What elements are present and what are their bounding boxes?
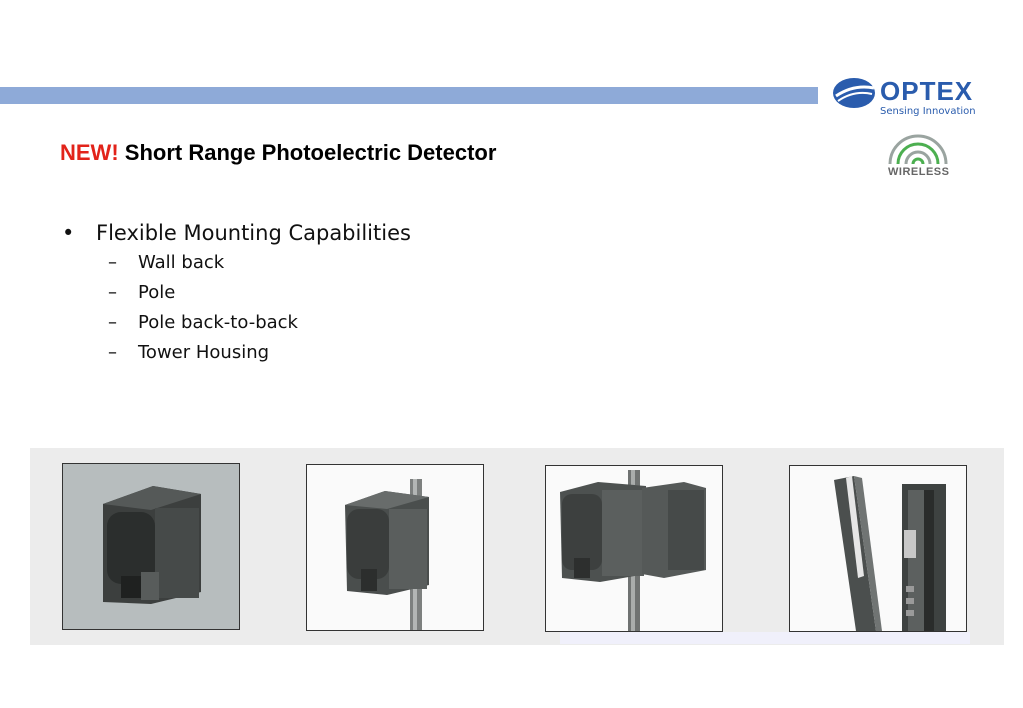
tower-housing-image — [790, 466, 966, 631]
bullet-list: • Flexible Mounting Capabilities – Wall … — [62, 218, 411, 368]
sub-marker: – — [108, 312, 117, 333]
optex-logo-icon — [833, 78, 875, 108]
sub-marker: – — [108, 252, 117, 273]
sub-item-text: Wall back — [138, 252, 225, 273]
sub-item-text: Pole back-to-back — [138, 312, 298, 333]
sub-item-pole: – Pole — [62, 278, 411, 308]
wireless-badge: WIRELESS — [884, 134, 952, 182]
bullet-item: • Flexible Mounting Capabilities — [62, 218, 411, 248]
bullet-marker: • — [62, 221, 75, 245]
title-new-tag: NEW! — [60, 140, 119, 165]
page-title: NEW! Short Range Photoelectric Detector — [60, 140, 496, 166]
sub-item-wall-back: – Wall back — [62, 248, 411, 278]
title-text: Short Range Photoelectric Detector — [124, 140, 497, 165]
optex-logo: OPTEX Sensing Innovation — [832, 74, 992, 122]
sub-marker: – — [108, 342, 117, 363]
bullet-text: Flexible Mounting Capabilities — [96, 221, 411, 245]
photo-strip-glow — [560, 632, 970, 644]
logo-wordmark: OPTEX — [880, 76, 974, 106]
header-bar — [0, 87, 818, 104]
photo-pole-back-to-back — [545, 465, 723, 632]
sub-item-text: Pole — [138, 282, 176, 303]
photo-pole — [306, 464, 484, 631]
photo-wall-back — [62, 463, 240, 630]
wireless-label: WIRELESS — [888, 166, 950, 178]
sub-marker: – — [108, 282, 117, 303]
logo-tagline: Sensing Innovation — [880, 106, 976, 117]
detector-wall-image — [63, 464, 239, 629]
photo-tower-housing — [789, 465, 967, 632]
detector-back-to-back-image — [546, 466, 722, 631]
detector-pole-image — [307, 465, 483, 630]
wireless-signal-icon — [888, 134, 948, 165]
sub-item-pole-back-to-back: – Pole back-to-back — [62, 308, 411, 338]
sub-item-text: Tower Housing — [138, 342, 270, 363]
sub-item-tower-housing: – Tower Housing — [62, 338, 411, 368]
